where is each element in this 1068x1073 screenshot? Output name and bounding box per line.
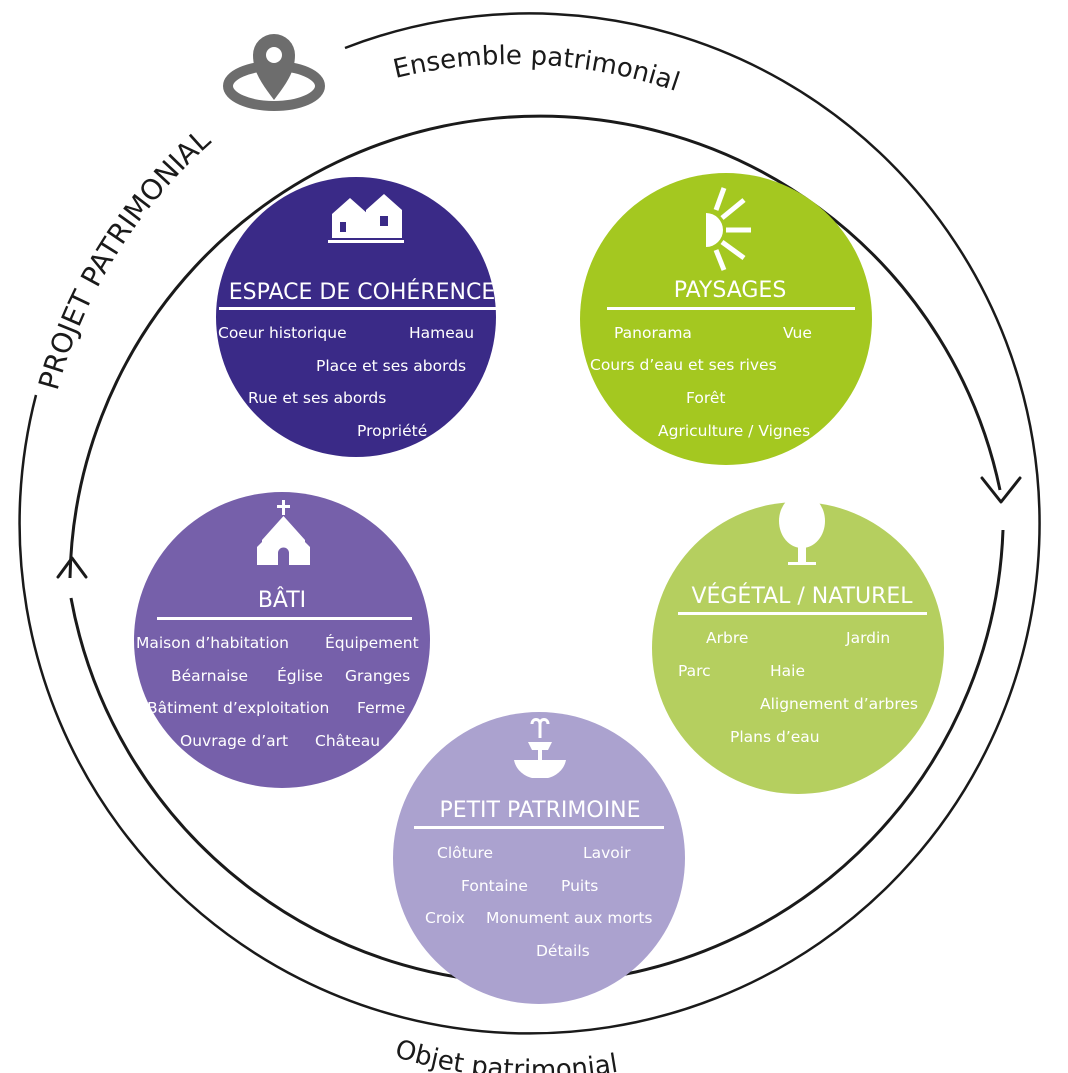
arrow-up-icon: [56, 556, 88, 579]
bati-title: BÂTI: [258, 587, 306, 613]
espace-divider: [219, 307, 504, 310]
espace-coherence-circle: [216, 177, 496, 457]
vegetal-divider: [678, 612, 927, 615]
vegetal-item: Haie: [770, 662, 805, 680]
inner-ring-left-arc: [68, 114, 1002, 579]
bati-item: Château: [315, 732, 380, 750]
espace-item: Rue et ses abords: [248, 389, 386, 407]
petit-item: Croix: [425, 909, 465, 927]
ring-label-projet: PROJET PATRIMONIAL: [32, 123, 217, 394]
bati-item: Ouvrage d’art: [180, 732, 288, 750]
vegetal-item: Parc: [678, 662, 711, 680]
petit-patrimoine-circle: [393, 712, 685, 1004]
tree-icon: [779, 494, 825, 565]
paysages-item: Agriculture / Vignes: [658, 422, 810, 440]
petit-item: Lavoir: [583, 844, 631, 862]
paysages-item: Panorama: [614, 324, 692, 342]
ring-label-objet: Objet patrimonial: [392, 1034, 620, 1073]
paysages-item: Forêt: [686, 389, 726, 407]
paysages-divider: [607, 307, 855, 310]
vegetal-circle: [652, 502, 944, 794]
espace-item: Place et ses abords: [316, 357, 466, 375]
vegetal-item: Alignement d’arbres: [760, 695, 918, 713]
petit-item: Clôture: [437, 844, 493, 862]
espace-title: ESPACE DE COHÉRENCE: [229, 279, 496, 305]
sun-rays-icon: [706, 187, 751, 271]
petit-item: Monument aux morts: [486, 909, 653, 927]
church-icon: [257, 500, 310, 565]
houses-icon: [328, 194, 404, 243]
paysages-title: PAYSAGES: [674, 278, 787, 303]
paysages-circle: [580, 173, 872, 465]
petit-item: Puits: [561, 877, 598, 895]
paysages-group: PAYSAGES Panorama Vue Cours d’eau et ses…: [580, 173, 872, 465]
vegetal-item: Arbre: [706, 629, 748, 647]
ring-label-ensemble: Ensemble patrimonial: [390, 41, 683, 98]
petit-title: PETIT PATRIMOINE: [439, 798, 640, 823]
bati-item: Bâtiment d’exploitation: [147, 699, 329, 717]
bati-group: BÂTI Maison d’habitation Équipement Béar…: [134, 492, 430, 788]
bati-item: Église: [277, 666, 323, 685]
paysages-item: Vue: [783, 324, 812, 342]
petit-item: Fontaine: [461, 877, 528, 895]
paysages-item: Cours d’eau et ses rives: [590, 356, 777, 374]
espace-item: Hameau: [409, 324, 474, 342]
arrow-down-icon: [980, 476, 1022, 504]
petit-patrimoine-group: PETIT PATRIMOINE Clôture Lavoir Fontaine…: [393, 712, 685, 1004]
bati-circle: [134, 492, 430, 788]
vegetal-item: Jardin: [845, 629, 890, 647]
vegetal-title: VÉGÉTAL / NATUREL: [691, 583, 913, 609]
bati-item: Béarnaise: [171, 667, 248, 685]
espace-item: Coeur historique: [218, 324, 347, 342]
vegetal-group: VÉGÉTAL / NATUREL Arbre Jardin Parc Haie…: [652, 494, 944, 794]
bati-divider: [157, 617, 412, 620]
petit-item: Détails: [536, 942, 590, 960]
espace-coherence-group: ESPACE DE COHÉRENCE Coeur historique Ham…: [216, 177, 504, 457]
bati-item: Maison d’habitation: [136, 634, 289, 652]
location-pin-icon: [223, 34, 325, 111]
petit-divider: [414, 826, 664, 829]
bati-item: Granges: [345, 667, 410, 685]
fountain-icon: [514, 718, 566, 778]
outer-ring-arc: [18, 12, 1041, 1035]
vegetal-item: Plans d’eau: [730, 728, 820, 746]
bati-item: Équipement: [325, 633, 419, 652]
bati-item: Ferme: [357, 699, 405, 717]
espace-item: Propriété: [357, 422, 427, 440]
